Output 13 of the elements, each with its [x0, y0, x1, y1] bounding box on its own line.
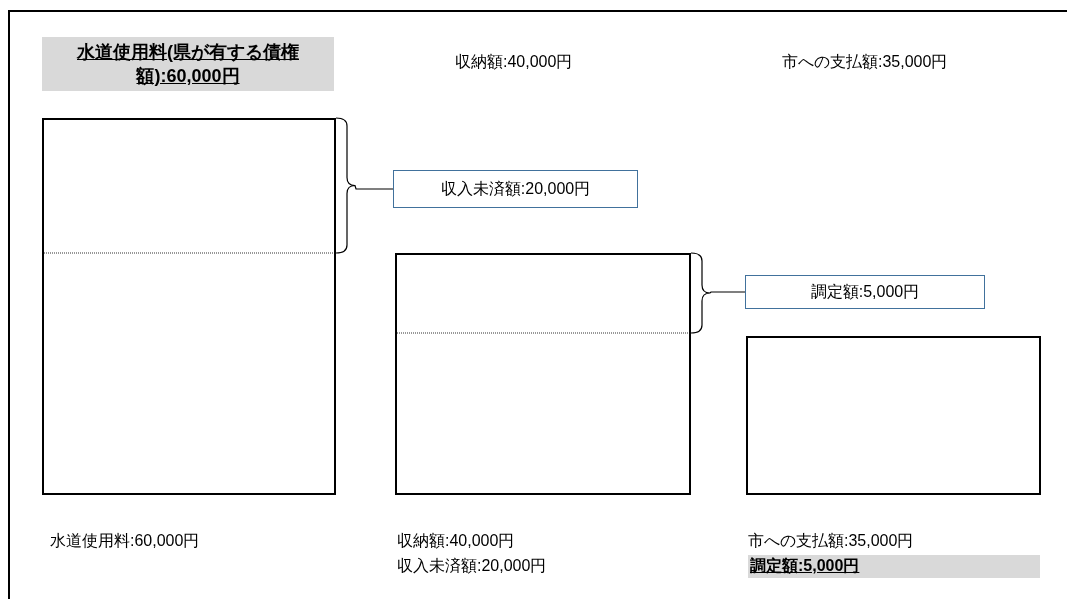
callout-box: 調定額:5,000円	[745, 275, 985, 309]
bar-box	[42, 118, 336, 495]
amount-label: 水道使用料:60,000円	[50, 531, 200, 551]
heading: 水道使用料(県が有する債権額):60,000円	[42, 37, 334, 91]
callout-box: 収入未済額:20,000円	[393, 170, 638, 208]
bar-box	[395, 253, 691, 495]
bar-box	[746, 336, 1041, 495]
amount-label: 市への支払額:35,000円	[748, 531, 914, 551]
amount-label: 市への支払額:35,000円	[782, 52, 948, 72]
amount-label: 収納額:40,000円	[397, 531, 515, 551]
amount-label: 収入未済額:20,000円	[397, 556, 547, 576]
highlighted-caption: 調定額:5,000円	[748, 555, 1040, 578]
amount-label: 収納額:40,000円	[455, 52, 573, 72]
